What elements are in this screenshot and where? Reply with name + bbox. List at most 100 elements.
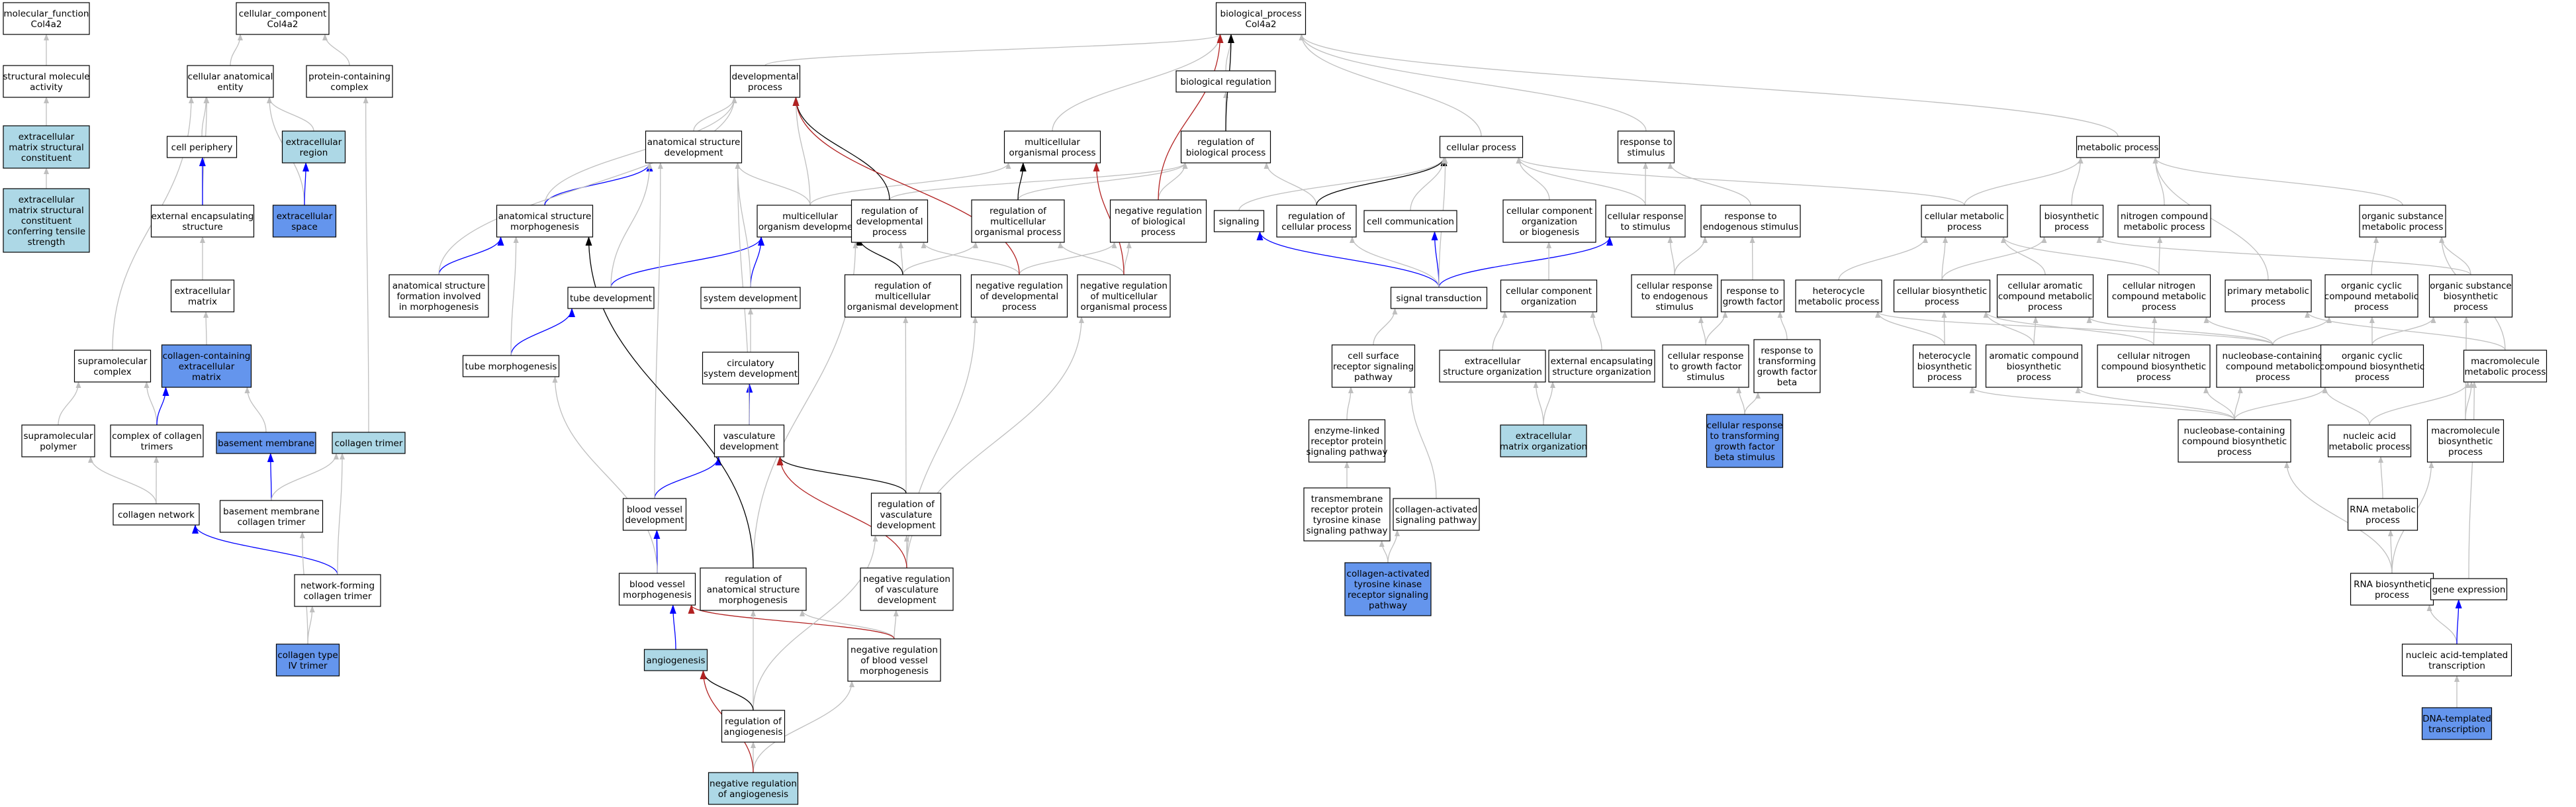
go-term-tube-dev[interactable]: tube development	[567, 287, 655, 309]
go-term-signal-trans[interactable]: signal transduction	[1390, 287, 1488, 309]
go-term-cellular-proc[interactable]: cellular process	[1439, 136, 1524, 158]
go-term-metabolic[interactable]: metabolic process	[2076, 136, 2160, 158]
go-term-tube-morph[interactable]: tube morphogenesis	[462, 355, 560, 377]
go-term-angiogenesis[interactable]: angiogenesis	[643, 649, 708, 671]
go-term-cell-periphery[interactable]: cell periphery	[166, 136, 238, 158]
go-term-basement-membrane[interactable]: basement membrane	[216, 432, 316, 454]
go-term-gene-expr[interactable]: gene expression	[2430, 578, 2508, 600]
go-term-system-dev[interactable]: system development	[700, 287, 801, 309]
go-term-signaling[interactable]: signaling	[1213, 210, 1265, 232]
go-term-bio-reg[interactable]: biological regulation	[1175, 70, 1276, 93]
go-term-collagen-trimer[interactable]: collagen trimer	[332, 432, 406, 454]
go-term-collagen-network[interactable]: collagen network	[113, 503, 200, 526]
go-term-cell-comm[interactable]: cell communication	[1363, 210, 1457, 232]
